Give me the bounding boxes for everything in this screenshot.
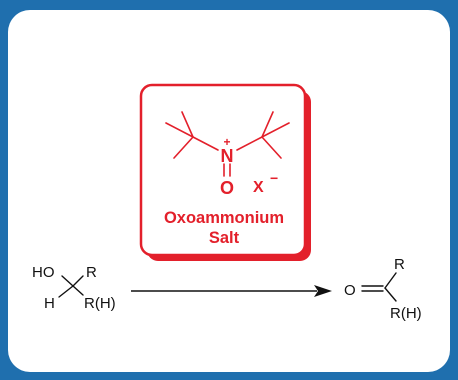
- product-bonds: [361, 272, 397, 302]
- reagent-name-line1: Oxoammonium: [164, 209, 284, 227]
- nitrogen-label: N: [221, 146, 234, 166]
- counterion-label: X: [253, 179, 264, 196]
- oxoammonium-structure: [165, 111, 290, 177]
- reagent-box: [139, 83, 307, 257]
- reactant-h: H: [44, 295, 55, 312]
- reactant-ho: HO: [32, 264, 55, 281]
- reagent-name-line2: Salt: [209, 229, 240, 247]
- product-r: R: [394, 256, 405, 273]
- oxygen-label: O: [220, 178, 234, 198]
- reaction-arrow-head: [314, 285, 332, 297]
- reactant-rh: R(H): [84, 295, 116, 312]
- product-rh: R(H): [390, 305, 422, 322]
- product-o: O: [344, 282, 356, 299]
- nitrogen-charge: +: [223, 135, 230, 149]
- counterion-charge: −: [270, 170, 278, 186]
- reactant-r: R: [86, 264, 97, 281]
- reactant-bonds: [58, 275, 84, 298]
